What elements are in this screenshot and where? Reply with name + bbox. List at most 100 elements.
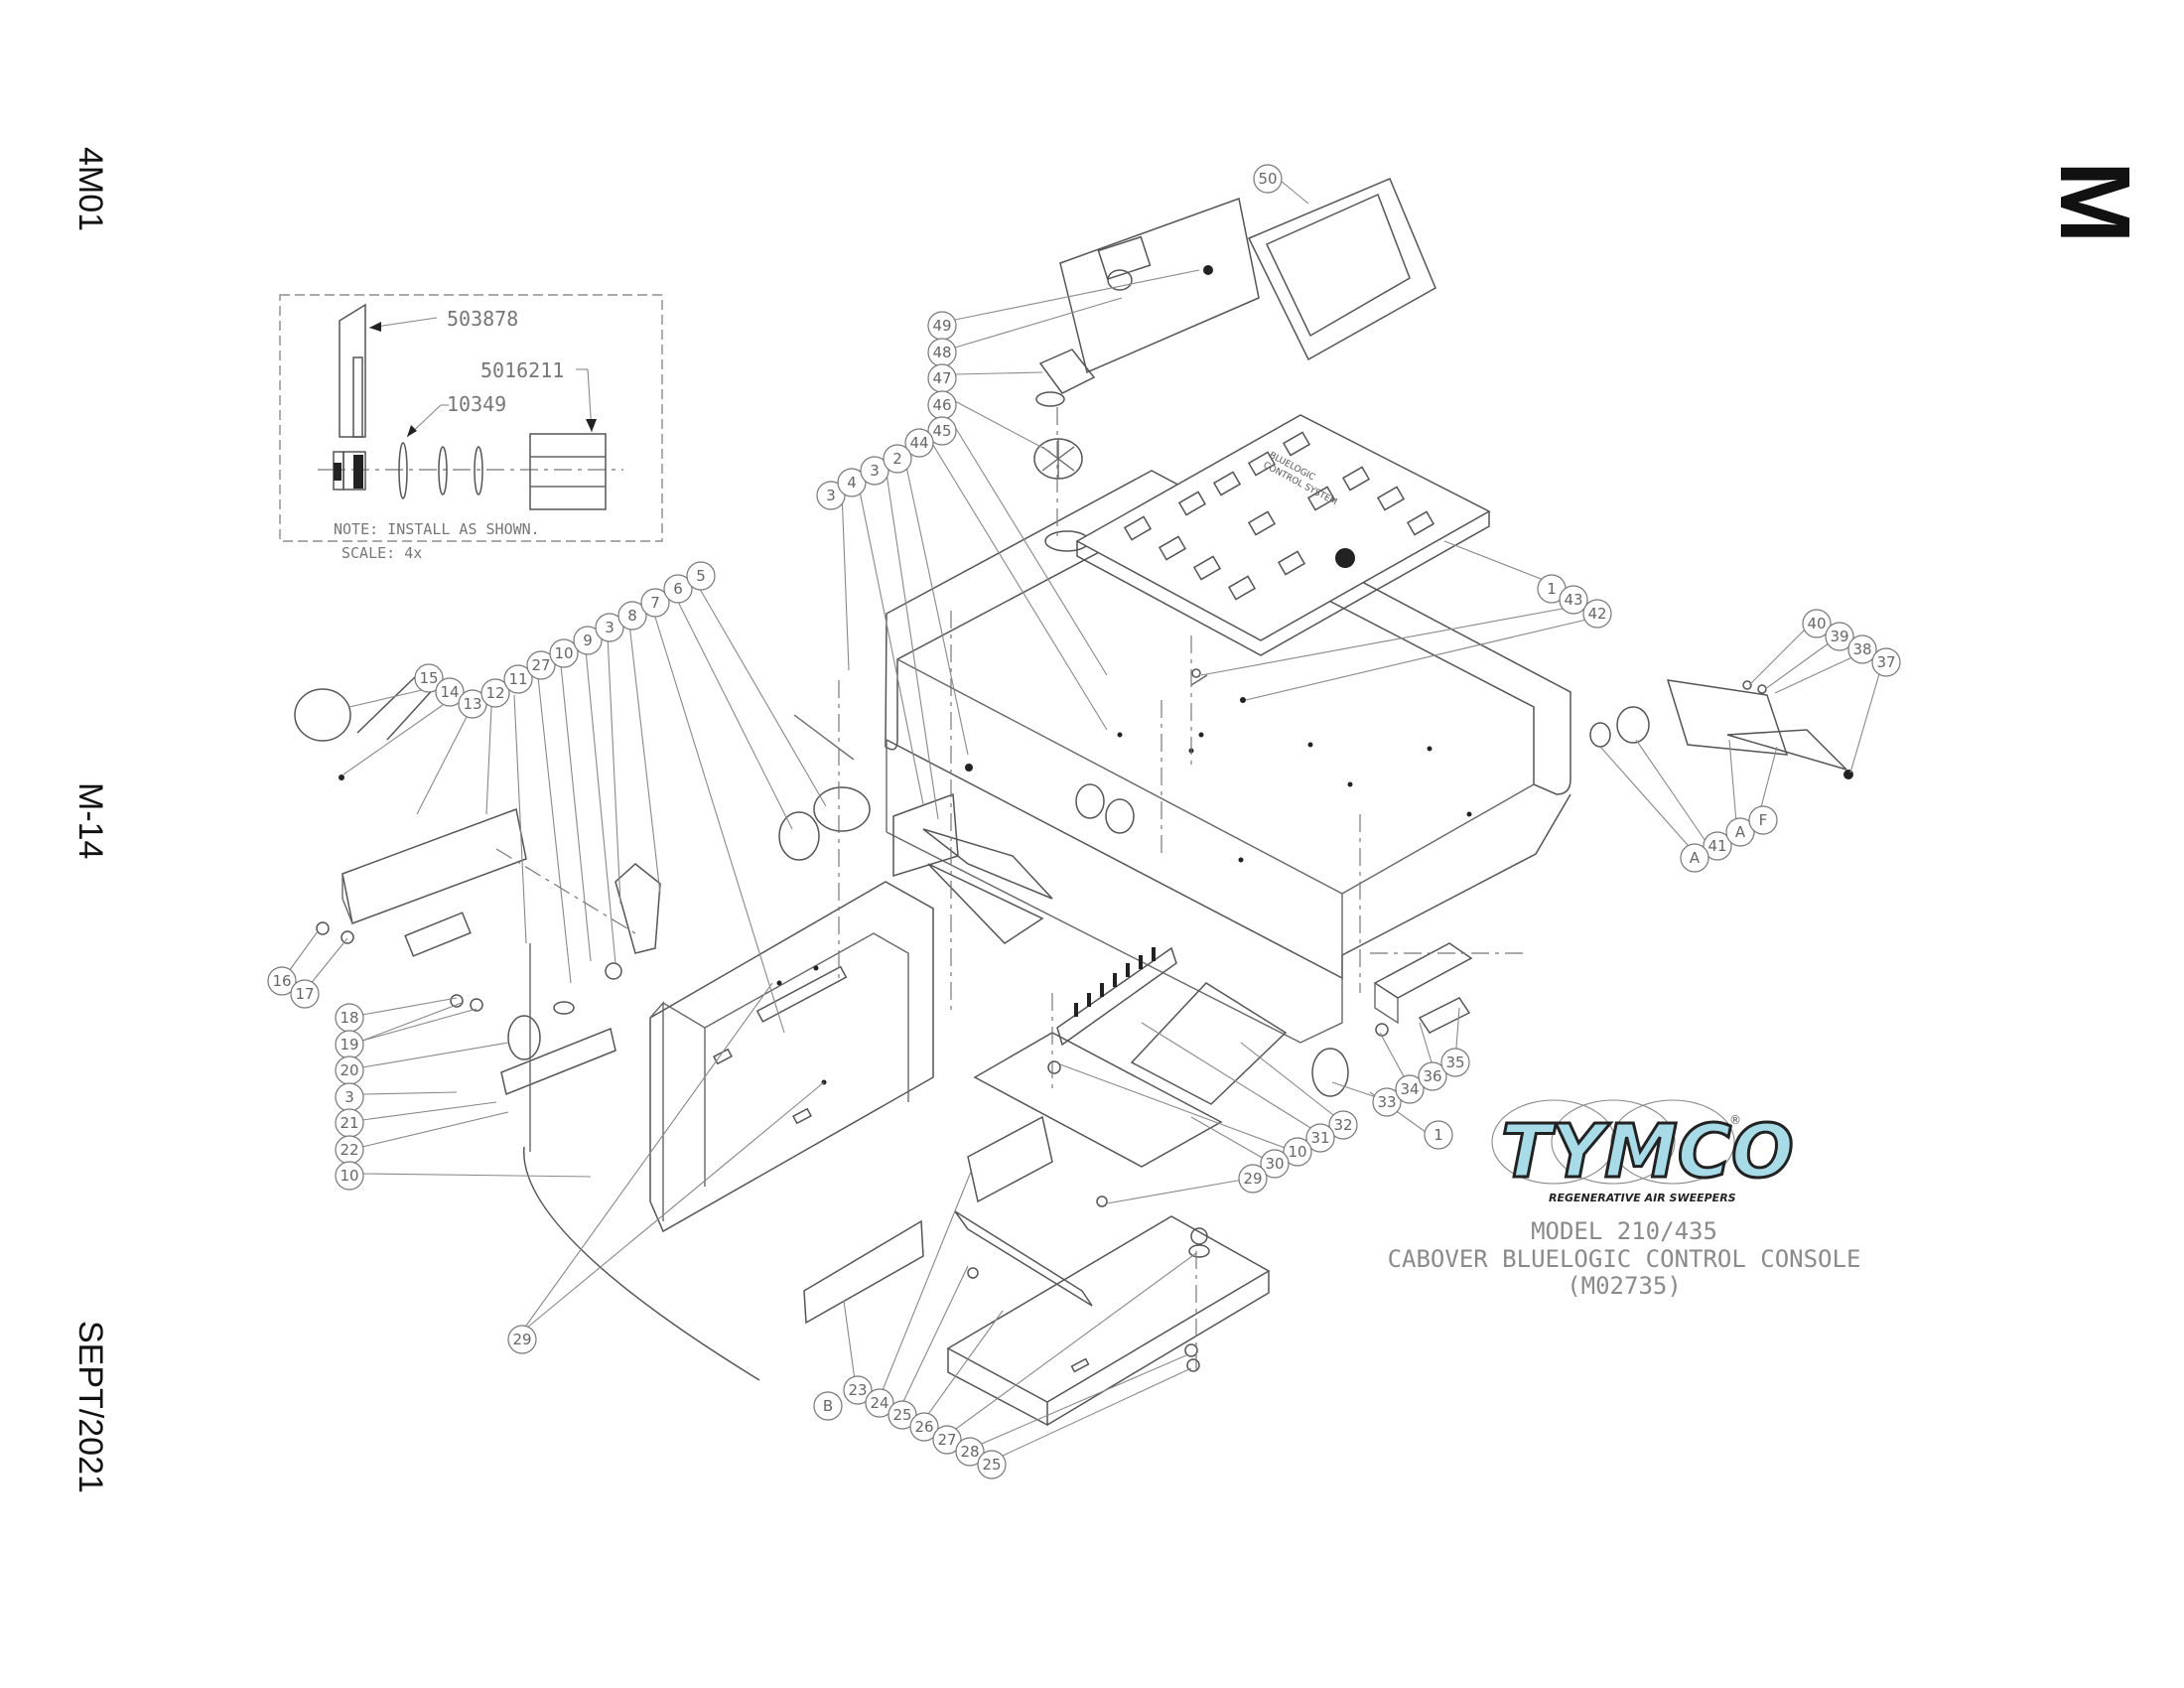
callout-bubble: 3 [860, 456, 889, 486]
lever-assembly [294, 674, 760, 1381]
callout-bubble: 14 [435, 677, 465, 707]
callout-bubble: 12 [480, 678, 510, 708]
display-assembly [1033, 178, 1436, 480]
callout-bubble: 28 [955, 1437, 985, 1467]
svg-text:39: 39 [1830, 628, 1848, 645]
title-description: CABOVER BLUELOGIC CONTROL CONSOLE [1388, 1245, 1861, 1273]
svg-text:15: 15 [419, 669, 438, 687]
control-panel: BLUELOGIC CONTROL SYSTEM [1075, 414, 1491, 656]
callout-bubble: 26 [909, 1412, 939, 1442]
svg-text:6: 6 [673, 580, 683, 598]
callout-bubble: 3 [595, 613, 624, 642]
svg-text:3: 3 [870, 462, 880, 480]
svg-text:23: 23 [848, 1381, 867, 1399]
leader-lines [283, 180, 1882, 1463]
callout-bubble: 33 [1372, 1087, 1402, 1117]
svg-text:16: 16 [272, 972, 291, 990]
svg-text:18: 18 [340, 1009, 358, 1027]
assembly-lines [495, 407, 1529, 1370]
svg-text:24: 24 [870, 1394, 888, 1412]
callout-bubble: 50 [1253, 164, 1283, 194]
callout-bubble: 8 [617, 601, 647, 631]
callout-bubble: 27 [932, 1425, 962, 1455]
callout-bubble: 48 [927, 338, 957, 367]
callout-bubble: 6 [663, 574, 693, 604]
svg-text:40: 40 [1807, 615, 1826, 633]
svg-text:12: 12 [485, 684, 504, 702]
svg-text:10: 10 [1288, 1143, 1306, 1161]
callout-bubble: 29 [1238, 1164, 1268, 1194]
svg-text:3: 3 [605, 619, 614, 636]
svg-text:1: 1 [1433, 1126, 1443, 1144]
callout-bubble: 22 [335, 1135, 364, 1165]
svg-text:22: 22 [340, 1141, 358, 1159]
callout-bubble: 23 [843, 1375, 873, 1405]
title-drawing-number: (M02735) [1567, 1272, 1682, 1300]
callout-bubble: 3 [335, 1082, 364, 1112]
callout-bubble: 9 [573, 626, 603, 655]
svg-text:35: 35 [1445, 1054, 1464, 1071]
svg-text:38: 38 [1852, 640, 1871, 658]
inset-part-number: 5016211 [480, 358, 564, 382]
callout-bubble: 29 [507, 1325, 537, 1354]
callout-bubble: F [1748, 805, 1778, 835]
svg-text:46: 46 [932, 396, 951, 414]
svg-text:27: 27 [531, 656, 550, 674]
callout-bubble: 16 [267, 966, 297, 996]
callout-bubble: 35 [1440, 1048, 1470, 1077]
svg-text:5: 5 [696, 567, 706, 585]
callout-bubble: 3 [816, 481, 846, 510]
svg-text:F: F [1759, 811, 1768, 829]
callout-bubble: 25 [887, 1400, 917, 1430]
svg-text:9: 9 [583, 632, 593, 649]
svg-text:27: 27 [937, 1431, 956, 1449]
svg-text:25: 25 [892, 1406, 911, 1424]
callout-bubble: 40 [1802, 609, 1832, 638]
callout-bubble: 39 [1825, 622, 1854, 651]
callout-bubble: 36 [1418, 1061, 1447, 1091]
callout-bubble: 47 [927, 363, 957, 393]
callout-bubble: 20 [335, 1055, 364, 1085]
svg-text:8: 8 [627, 607, 637, 625]
title-block: MODEL 210/435 CABOVER BLUELOGIC CONTROL … [1388, 1217, 1861, 1300]
inset-part-number: 10349 [447, 392, 506, 416]
callout-bubble: 27 [526, 650, 556, 680]
svg-text:29: 29 [512, 1331, 531, 1348]
svg-text:50: 50 [1258, 170, 1277, 188]
callout-bubble: 44 [904, 428, 934, 458]
svg-text:3: 3 [826, 487, 836, 504]
callout-bubble: 24 [865, 1388, 894, 1418]
callout-bubble: 1 [1424, 1120, 1453, 1150]
callout-bubble: 5 [686, 561, 716, 591]
svg-text:B: B [823, 1397, 833, 1415]
callout-bubble: 19 [335, 1030, 364, 1059]
callout-bubble: 15 [414, 663, 444, 693]
callout-bubble: 32 [1328, 1110, 1358, 1140]
callout-bubble: 18 [335, 1003, 364, 1033]
svg-text:14: 14 [440, 683, 459, 701]
right-side-parts [1190, 668, 1853, 1097]
callout-bubble: 17 [290, 979, 320, 1009]
callout-bubble: A [1725, 817, 1755, 847]
svg-text:2: 2 [892, 450, 902, 468]
callout-bubble: 38 [1847, 634, 1877, 664]
svg-text:42: 42 [1587, 605, 1606, 623]
svg-text:36: 36 [1423, 1067, 1441, 1085]
svg-text:45: 45 [932, 422, 951, 440]
title-model: MODEL 210/435 [1531, 1217, 1717, 1245]
svg-text:1: 1 [1547, 580, 1557, 598]
svg-text:21: 21 [340, 1114, 358, 1132]
svg-text:10: 10 [340, 1167, 358, 1185]
callout-bubble: B [813, 1391, 843, 1421]
svg-text:43: 43 [1564, 591, 1582, 609]
svg-text:29: 29 [1243, 1170, 1262, 1188]
callout-bubble: 43 [1559, 585, 1588, 615]
logo-tagline: REGENERATIVE AIR SWEEPERS [1549, 1192, 1736, 1204]
svg-text:47: 47 [932, 369, 951, 387]
logo-brand: TYMCO [1501, 1109, 1794, 1195]
svg-text:37: 37 [1876, 653, 1895, 671]
inset-detail: 503878 5016211 10349 NOTE: INSTALL AS SH… [279, 294, 663, 562]
svg-text:48: 48 [932, 344, 951, 361]
callout-bubble: 10 [549, 638, 579, 668]
svg-text:34: 34 [1400, 1080, 1419, 1098]
